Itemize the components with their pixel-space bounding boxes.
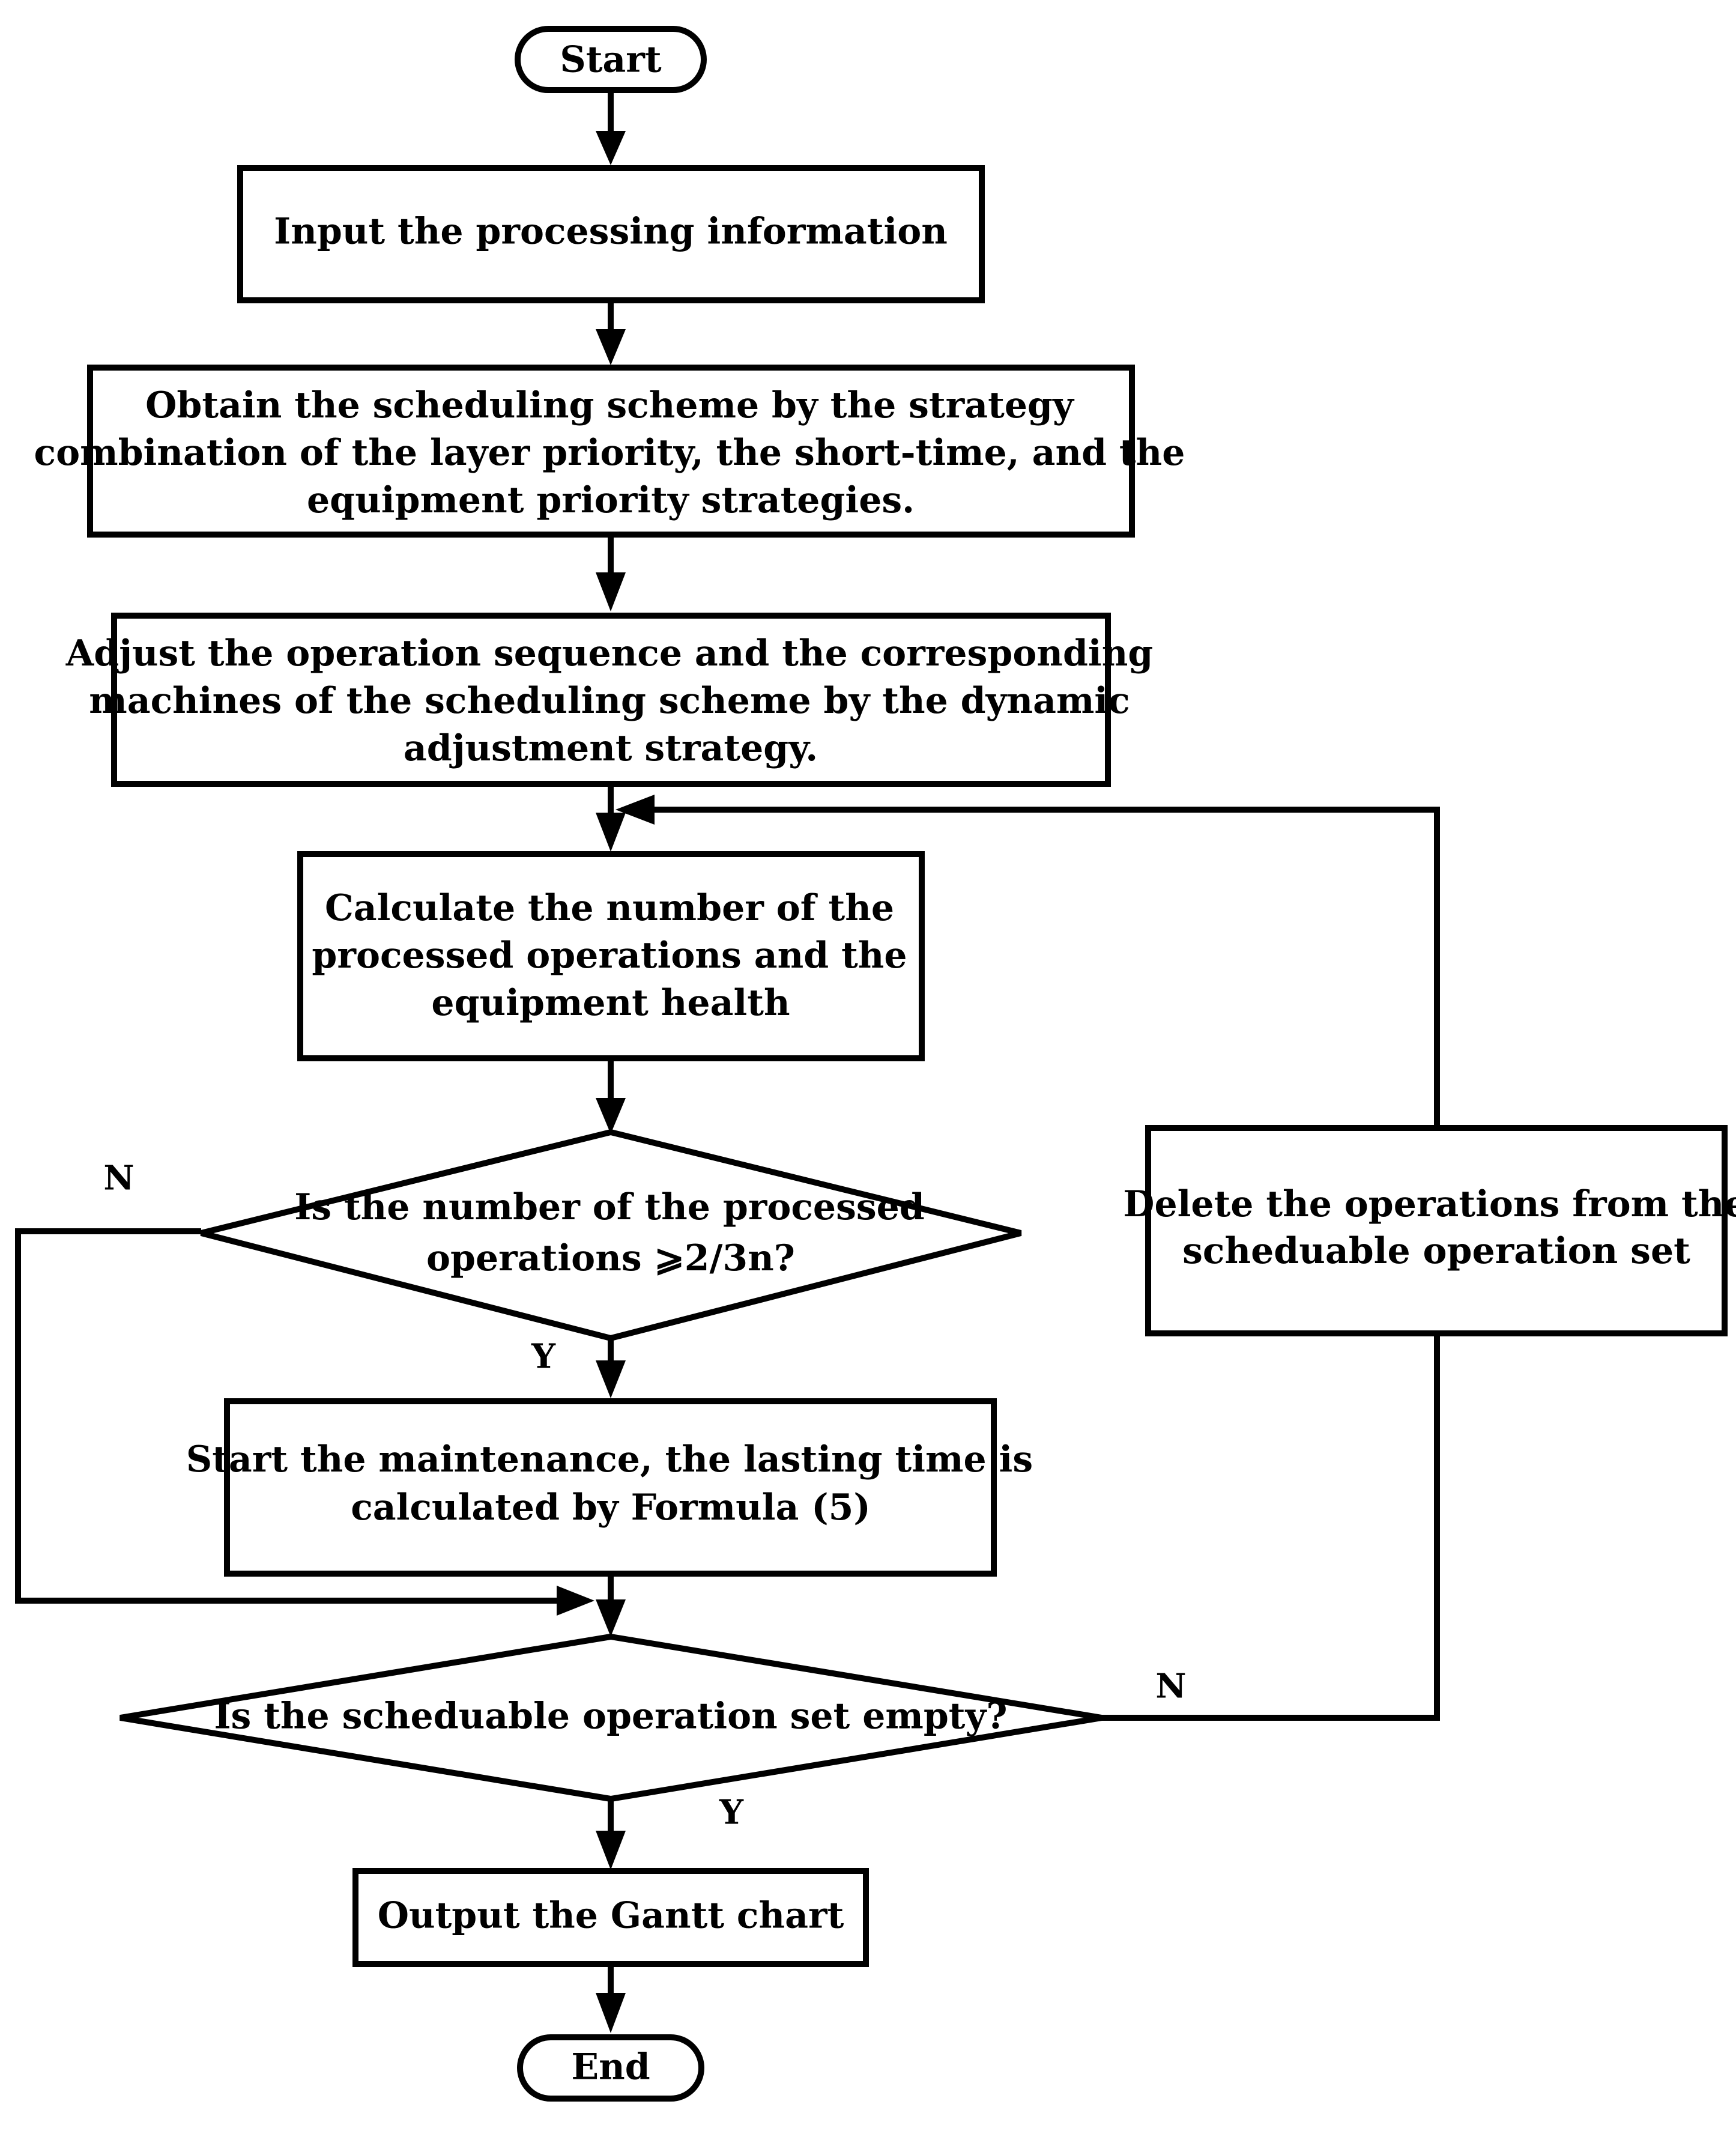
delete-label: Delete the operations from the scheduabl…	[1123, 1183, 1736, 1272]
maintenance-label: Start the maintenance, the lasting time …	[186, 1438, 1035, 1529]
adjust-line-1: Adjust the operation sequence and the co…	[65, 632, 1154, 674]
delete-operations-box	[1145, 1125, 1728, 1336]
obtain-scheme-box	[87, 365, 1135, 538]
edge-decision-no-bypass	[15, 1228, 561, 1604]
delete-line-2: scheduable operation set	[1182, 1230, 1690, 1272]
decision-count-diamond	[200, 1129, 1022, 1342]
connectors	[15, 90, 1440, 2033]
decision-count-no-label: N	[103, 1159, 134, 1198]
decision-empty-label: Is the scheduable operation set empty?	[214, 1696, 1007, 1738]
arrowhead	[557, 1586, 594, 1616]
start-terminal	[515, 26, 707, 93]
decision-empty-diamond	[119, 1633, 1102, 1802]
obtain-line-3: equipment priority strategies.	[307, 479, 915, 521]
decision-count-label: Is the number of the processed operation…	[294, 1186, 927, 1279]
maintenance-box	[224, 1398, 997, 1577]
calculate-line-3: equipment health	[431, 982, 790, 1024]
decision-empty-yes-label: Y	[719, 1793, 744, 1832]
arrowhead	[596, 572, 626, 611]
arrowhead	[596, 1360, 626, 1398]
arrowhead	[596, 1993, 626, 2033]
adjust-line-3: adjustment strategy.	[404, 727, 818, 769]
maintenance-line-2: calculated by Formula (5)	[351, 1487, 871, 1529]
arrowhead	[596, 329, 626, 365]
adjust-sequence-box	[111, 613, 1111, 787]
decision-count-yes-label: Y	[531, 1337, 556, 1377]
obtain-line-1: Obtain the scheduling scheme by the stra…	[145, 384, 1075, 426]
calculate-label: Calculate the number of the processed op…	[312, 887, 909, 1024]
edge-delete-loop-back	[649, 807, 1440, 1126]
start-label: Start	[560, 39, 662, 81]
arrowhead	[596, 813, 626, 852]
arrowhead	[596, 1098, 626, 1134]
end-label: End	[571, 2046, 650, 2088]
decision-count-line-2: operations ⩾2/3n?	[426, 1237, 795, 1279]
adjust-label: Adjust the operation sequence and the co…	[65, 632, 1156, 769]
arrowhead	[596, 131, 626, 165]
output-label: Output the Gantt chart	[378, 1895, 844, 1937]
arrowhead	[596, 1599, 626, 1637]
calculate-line-2: processed operations and the	[312, 935, 907, 977]
delete-line-1: Delete the operations from the	[1123, 1183, 1736, 1225]
calculate-line-1: Calculate the number of the	[325, 887, 894, 929]
end-terminal	[517, 2034, 704, 2102]
input-process-box	[237, 165, 985, 303]
output-gantt-box	[352, 1868, 869, 1967]
decision-count-line-1: Is the number of the processed	[294, 1186, 925, 1228]
calculate-box	[297, 851, 925, 1061]
arrowhead	[596, 1831, 626, 1870]
input-label: Input the processing information	[274, 211, 948, 253]
obtain-label: Obtain the scheduling scheme by the stra…	[34, 384, 1188, 521]
edge-decision-no-to-delete	[1102, 1333, 1440, 1721]
decision-empty-no-label: N	[1155, 1667, 1186, 1706]
maintenance-line-1: Start the maintenance, the lasting time …	[186, 1438, 1033, 1481]
obtain-line-2: combination of the layer priority, the s…	[34, 432, 1185, 474]
arrowhead	[615, 795, 655, 825]
adjust-line-2: machines of the scheduling scheme by the…	[89, 680, 1130, 722]
